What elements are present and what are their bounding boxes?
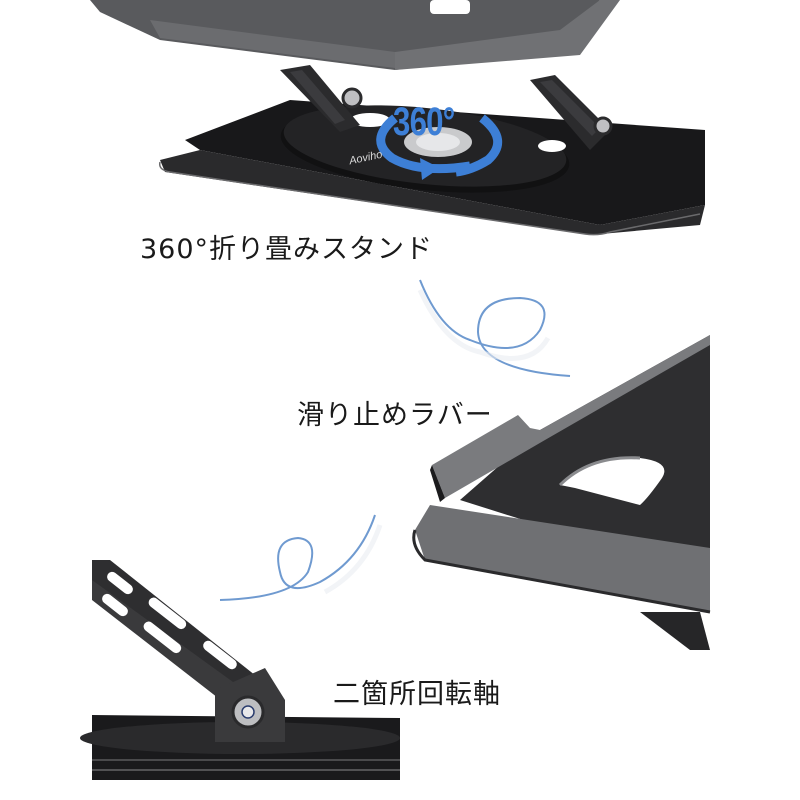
rotation-360-badge: 360° — [393, 100, 455, 144]
feature-caption-folding-stand: 360°折り畳みスタンド — [140, 234, 434, 265]
feature-caption-anti-slip-rubber: 滑り止めラバー — [297, 400, 493, 431]
feature-caption-dual-rotation-axis: 二箇所回転軸 — [333, 679, 501, 710]
